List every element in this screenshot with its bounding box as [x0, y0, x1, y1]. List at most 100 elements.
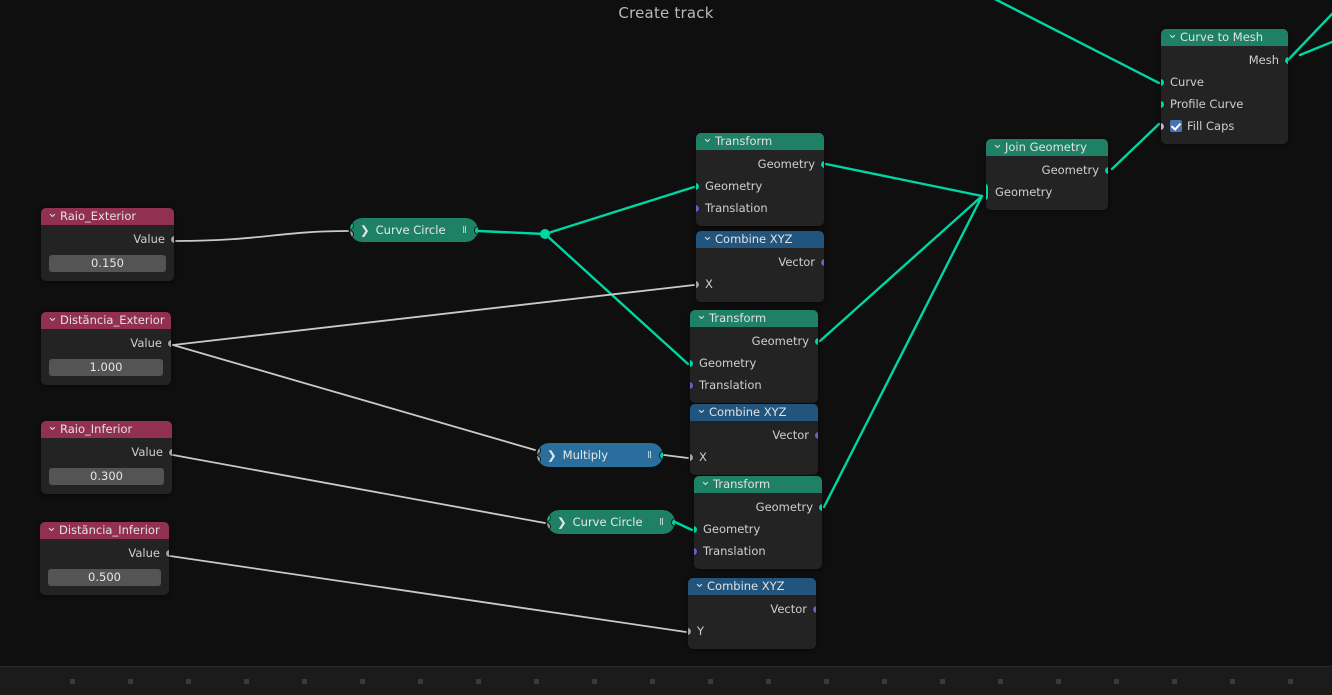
- node-input-row[interactable]: Curve: [1161, 71, 1288, 93]
- node-output-row[interactable]: Geometry: [694, 496, 822, 518]
- node-grip-icon[interactable]: II: [659, 516, 664, 528]
- node-link[interactable]: [172, 284, 695, 346]
- node-output-row[interactable]: Geometry: [986, 159, 1108, 181]
- node-grip-icon[interactable]: II: [647, 449, 652, 461]
- node-input-row[interactable]: Geometry: [694, 518, 822, 540]
- node-link[interactable]: [818, 194, 984, 343]
- node-grip-icon[interactable]: II: [462, 224, 467, 236]
- node-header[interactable]: ⌄Combine XYZ: [690, 404, 818, 421]
- node-header[interactable]: ⌄Transform: [694, 476, 822, 493]
- value-field[interactable]: 0.500: [48, 569, 161, 586]
- node-header[interactable]: ⌄Combine XYZ: [688, 578, 816, 595]
- node-output-row[interactable]: Value: [40, 542, 169, 564]
- node-link[interactable]: [543, 185, 696, 236]
- socket-value[interactable]: [168, 447, 172, 457]
- socket-geometry[interactable]: [1284, 55, 1288, 65]
- socket-geometry[interactable]: [814, 336, 818, 346]
- node-link[interactable]: [824, 162, 984, 198]
- socket-value[interactable]: [170, 234, 174, 244]
- socket-geometry-multi[interactable]: [986, 183, 989, 201]
- node-header[interactable]: ⌄Distãncia_Exterior: [41, 312, 171, 329]
- node-output-row[interactable]: Geometry: [696, 153, 824, 175]
- node-header[interactable]: ⌄Transform: [690, 310, 818, 327]
- chevron-right-icon[interactable]: ❯: [360, 223, 370, 237]
- socket-boolean[interactable]: [1161, 121, 1165, 131]
- socket-vector[interactable]: [812, 604, 816, 614]
- value-field[interactable]: 1.000: [49, 359, 163, 376]
- socket-value[interactable]: [167, 338, 171, 348]
- node-link[interactable]: [673, 520, 694, 532]
- node-input-row[interactable]: Profile Curve: [1161, 93, 1288, 115]
- socket-value[interactable]: [537, 454, 541, 464]
- node-output-row[interactable]: Vector: [696, 251, 824, 273]
- chevron-down-icon[interactable]: ⌄: [46, 522, 57, 535]
- socket-geometry[interactable]: [671, 517, 675, 527]
- node-input-row[interactable]: Translation: [696, 197, 824, 219]
- node-input-row[interactable]: X: [690, 446, 818, 468]
- node-link[interactable]: [172, 344, 536, 451]
- node-header[interactable]: ⌄Distãncia_Inferior: [40, 522, 169, 539]
- node-link[interactable]: [663, 454, 689, 459]
- chevron-down-icon[interactable]: ⌄: [700, 476, 711, 489]
- chevron-down-icon[interactable]: ⌄: [47, 312, 58, 325]
- socket-geometry[interactable]: [1161, 99, 1165, 109]
- node-input-row[interactable]: X: [696, 273, 824, 295]
- chevron-down-icon[interactable]: ⌄: [702, 231, 713, 244]
- socket-value[interactable]: [688, 626, 692, 636]
- socket-value[interactable]: [165, 548, 169, 558]
- chevron-down-icon[interactable]: ⌄: [696, 310, 707, 323]
- node-input-row[interactable]: Geometry: [690, 352, 818, 374]
- value-field[interactable]: 0.300: [49, 468, 164, 485]
- chevron-down-icon[interactable]: ⌄: [47, 421, 58, 434]
- node-output-row[interactable]: Value: [41, 228, 174, 250]
- node-link[interactable]: [172, 454, 546, 524]
- node-output-row[interactable]: Vector: [690, 424, 818, 446]
- socket-geometry[interactable]: [1104, 165, 1108, 175]
- socket-value[interactable]: [350, 229, 354, 239]
- node-output-row[interactable]: Mesh: [1161, 49, 1288, 71]
- node-input-row[interactable]: Translation: [690, 374, 818, 396]
- node-link[interactable]: [175, 230, 349, 242]
- node-header[interactable]: ⌄Join Geometry: [986, 139, 1108, 156]
- node-input-row[interactable]: Y: [688, 620, 816, 642]
- node-output-row[interactable]: Value: [41, 332, 171, 354]
- bottom-status-bar[interactable]: [0, 666, 1332, 695]
- chevron-down-icon[interactable]: ⌄: [992, 139, 1003, 152]
- node-header[interactable]: ⌄Transform: [696, 133, 824, 150]
- node-output-row[interactable]: Geometry: [690, 330, 818, 352]
- node-link[interactable]: [169, 555, 687, 633]
- socket-geometry[interactable]: [1161, 77, 1165, 87]
- chevron-down-icon[interactable]: ⌄: [696, 404, 707, 417]
- node-link[interactable]: [476, 229, 547, 236]
- node-header[interactable]: ⌄Raio_Exterior: [41, 208, 174, 225]
- socket-value[interactable]: [690, 452, 694, 462]
- node-header[interactable]: ⌄Curve to Mesh: [1161, 29, 1288, 46]
- socket-geometry[interactable]: [547, 512, 551, 522]
- socket-geometry[interactable]: [696, 181, 700, 191]
- chevron-down-icon[interactable]: ⌄: [694, 578, 705, 591]
- socket-vector[interactable]: [696, 203, 700, 213]
- node-input-row[interactable]: Translation: [694, 540, 822, 562]
- checkbox-checked-icon[interactable]: [1170, 120, 1182, 132]
- socket-geometry[interactable]: [350, 220, 354, 230]
- node-link[interactable]: [1298, 40, 1332, 57]
- socket-geometry[interactable]: [820, 159, 824, 169]
- chevron-right-icon[interactable]: ❯: [557, 515, 567, 529]
- node-input-row[interactable]: Geometry: [986, 181, 1108, 203]
